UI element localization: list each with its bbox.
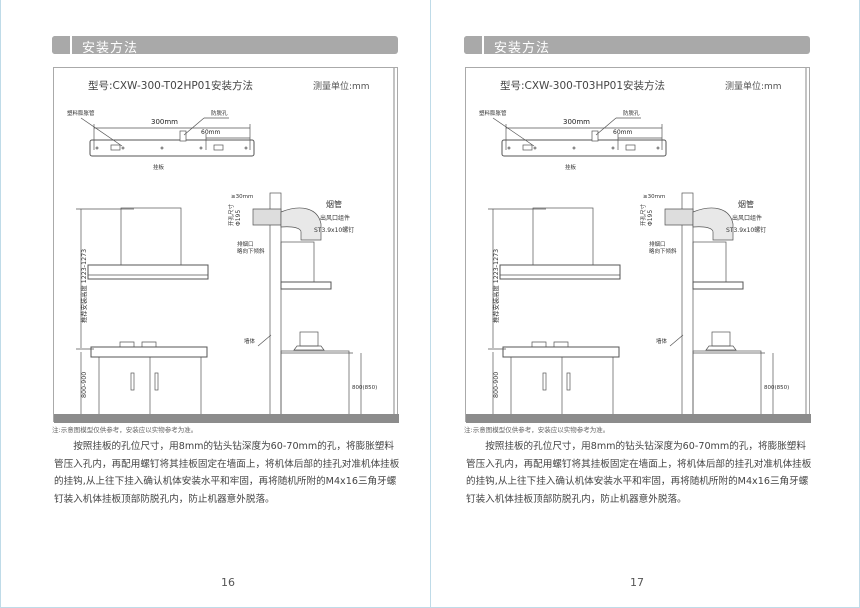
offset-label: 60mm — [613, 129, 632, 136]
page-number: 16 — [221, 576, 235, 589]
hole-label: 开孔尺寸 — [639, 203, 647, 226]
plate-label: 挂板 — [153, 163, 165, 171]
offset-label: 60mm — [201, 129, 220, 136]
hole-label: 开孔尺寸 — [227, 203, 235, 226]
exhaust-label-2: 略向下倾斜 — [237, 247, 265, 255]
front-view: 推荐安装高度 1223-1273 800-900 — [76, 207, 209, 416]
header-tab — [464, 36, 484, 54]
page-edge-left — [0, 0, 1, 608]
anchor-label: 塑料膨胀管 — [67, 109, 95, 117]
side-height-label: 800(850) — [764, 385, 789, 391]
page-number: 17 — [630, 576, 644, 589]
counter-height-label: 800-900 — [493, 372, 500, 398]
unit-label: 测量单位:mm — [725, 80, 782, 92]
screw-label: ST3.9x10螺钉 — [726, 226, 766, 234]
counter-height-label: 800-900 — [81, 372, 88, 398]
instruction-paragraph: 按照挂板的孔位尺寸，用8mm的钻头钻深度为60-70mm的孔，将膨胀塑料管压入孔… — [54, 441, 400, 505]
section-header: 安装方法 — [52, 36, 398, 56]
unit-label: 测量单位:mm — [313, 80, 370, 92]
page-spine — [430, 0, 431, 608]
wall-plate: 塑料膨胀管 防脱孔 300mm 60mm 挂板 — [479, 109, 667, 171]
wall-label: 墙体 — [244, 337, 256, 345]
section-title: 安装方法 — [494, 41, 551, 56]
gap-label: ≥30mm — [231, 194, 253, 200]
section-header: 安装方法 — [464, 36, 810, 56]
height-label: 推荐安装高度 1223-1273 — [79, 249, 88, 323]
installation-diagram: 型号:CXW-300-T02HP01安装方法 测量单位:mm 塑料膨胀管 防脱孔… — [53, 67, 399, 423]
gap-label: ≥30mm — [643, 194, 665, 200]
side-view: ≥30mm 开孔尺寸 Φ195 烟管 出风口组件 ST3.9x10螺钉 排烟口 … — [639, 68, 807, 416]
wall-label: 墙体 — [656, 337, 668, 345]
span-label: 300mm — [563, 118, 590, 126]
wall-plate: 塑料膨胀管 防脱孔 300mm 60mm 挂板 — [67, 109, 255, 171]
span-label: 300mm — [151, 118, 178, 126]
outlet-label: 出风口组件 — [320, 214, 350, 222]
front-view: 推荐安装高度 1223-1273 800-900 — [488, 207, 621, 416]
diagram-svg: 型号:CXW-300-T03HP01安装方法 测量单位:mm 塑料膨胀管 防脱孔… — [466, 68, 811, 423]
duct-label: 烟管 — [738, 199, 754, 209]
installation-diagram: 型号:CXW-300-T03HP01安装方法 测量单位:mm 塑料膨胀管 防脱孔… — [465, 67, 811, 423]
plate-label: 挂板 — [565, 163, 577, 171]
floor — [54, 414, 399, 423]
exhaust-label-1: 排烟口 — [649, 240, 666, 248]
side-view: ≥30mm 开孔尺寸 Φ195 烟管 出风口组件 ST3.9x10螺钉 排烟口 … — [227, 68, 395, 416]
exhaust-label-2: 略向下倾斜 — [649, 247, 677, 255]
instruction-paragraph: 按照挂板的孔位尺寸，用8mm的钻头钻深度为60-70mm的孔，将膨胀塑料管压入孔… — [466, 441, 812, 505]
diagram-svg: 型号:CXW-300-T02HP01安装方法 测量单位:mm 塑料膨胀管 防脱孔… — [54, 68, 399, 423]
header-tab — [52, 36, 72, 54]
anchor-label: 塑料膨胀管 — [479, 109, 507, 117]
screw-label: ST3.9x10螺钉 — [314, 226, 354, 234]
exhaust-label-1: 排烟口 — [237, 240, 254, 248]
antifall-label: 防脱孔 — [623, 109, 640, 117]
height-label: 推荐安装高度 1223-1273 — [491, 249, 500, 323]
hole-size: Φ195 — [235, 210, 242, 226]
outlet-label: 出风口组件 — [732, 214, 762, 222]
manual-page: 安装方法 型号:CXW-300-T02HP01安装方法 测量单位:mm 塑料膨胀… — [0, 0, 412, 608]
hole-size: Φ195 — [647, 210, 654, 226]
section-title: 安装方法 — [82, 41, 139, 56]
side-height-label: 800(850) — [352, 385, 377, 391]
antifall-label: 防脱孔 — [211, 109, 228, 117]
diagram-note: 注:示意图模型仅供参考，安装应以实物参考为准。 — [464, 426, 610, 434]
floor — [466, 414, 811, 423]
duct-label: 烟管 — [326, 199, 342, 209]
model-title: 型号:CXW-300-T02HP01安装方法 — [88, 79, 253, 92]
manual-page: 安装方法 型号:CXW-300-T03HP01安装方法 测量单位:mm 塑料膨胀… — [412, 0, 824, 608]
model-title: 型号:CXW-300-T03HP01安装方法 — [500, 79, 665, 92]
diagram-note: 注:示意图模型仅供参考，安装应以实物参考为准。 — [52, 426, 198, 434]
